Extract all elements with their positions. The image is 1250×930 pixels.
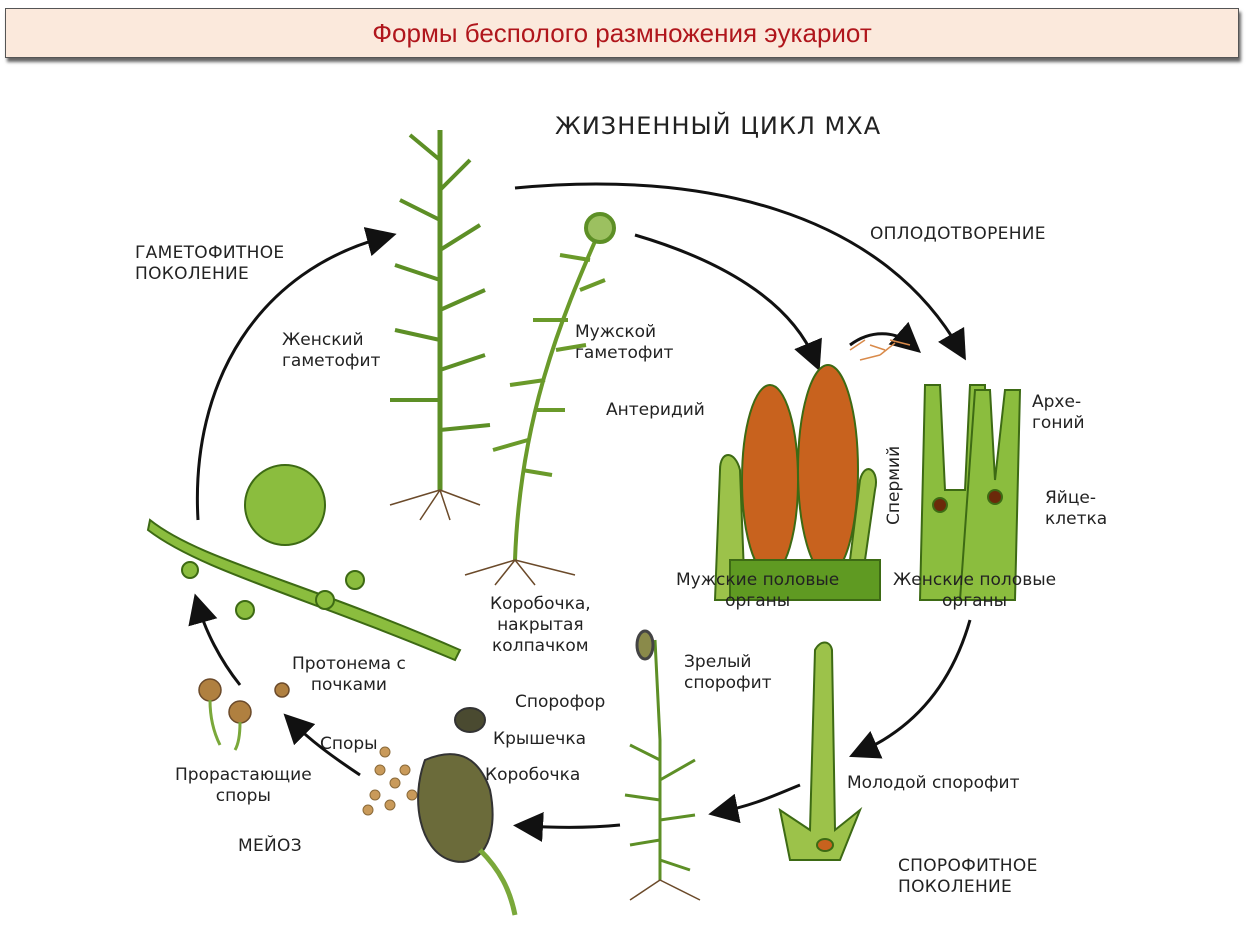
roots (389, 489, 576, 586)
label-sporophore: Спорофор (515, 692, 606, 712)
label-capsule: Коробочка (485, 765, 581, 785)
label-fertilization: ОПЛОДОТВОРЕНИЕ (870, 224, 1046, 244)
label-meiosis: МЕЙОЗ (238, 836, 302, 856)
label-antheridium: Антеридий (606, 400, 705, 420)
young-sporophyte (778, 641, 863, 861)
arrow-gametophyte-to-fertilization (514, 182, 966, 361)
sperm-cluster (849, 339, 911, 361)
label-line: Коробочка, (490, 594, 591, 614)
male-sex-organs (713, 364, 881, 601)
diagram-heading: ЖИЗНЕННЫЙ ЦИКЛ МХА (555, 112, 882, 140)
label-line: Яйце- (1045, 488, 1097, 508)
label-line: ПОКОЛЕНИЕ (135, 264, 250, 284)
label-line: споры (215, 786, 271, 806)
label-sperm: Спермий (884, 445, 904, 525)
cycle-arrows (188, 182, 972, 843)
label-line: Женские половые (893, 570, 1057, 590)
label-line: гоний (1032, 413, 1085, 433)
arrow-to-mature-sporophyte (708, 783, 801, 824)
label-female-gametophyte: Женский гаметофит (282, 330, 380, 372)
label-mature-sporophyte: Зрелый спорофит (684, 652, 772, 694)
label-line: ГАМЕТОФИТНОЕ (135, 243, 285, 263)
label-line: клетка (1045, 509, 1108, 529)
label-female-sex-organs: Женские половые органы (893, 570, 1056, 612)
label-spores: Споры (320, 734, 378, 754)
arrow-to-protonema (188, 593, 242, 686)
mature-sporophyte-plant (624, 629, 701, 901)
label-young-sporophyte: Молодой спорофит (847, 773, 1020, 793)
label-line: ПОКОЛЕНИЕ (898, 877, 1013, 897)
label-line: Прорастающие (175, 765, 312, 785)
label-male-sex-organs: Мужские половые органы (676, 570, 839, 612)
label-line: накрытая (497, 615, 584, 635)
arrow-to-spores (283, 713, 361, 777)
arrow-to-capsule (513, 812, 621, 843)
arrow-male-gametophyte (634, 233, 822, 372)
label-line: гаметофит (282, 351, 381, 371)
female-sex-organs (918, 384, 1022, 601)
label-sporophyte-generation: СПОРОФИТНОЕ ПОКОЛЕНИЕ (898, 856, 1038, 898)
label-line: почками (310, 675, 387, 695)
label-lid: Крышечка (493, 729, 587, 749)
label-archegonium: Архе- гоний (1032, 392, 1085, 434)
protonema (146, 464, 462, 662)
label-line: органы (725, 591, 791, 611)
label-line: Мужской (575, 322, 657, 342)
label-male-gametophyte: Мужской гаметофит (575, 322, 673, 364)
label-line: Зрелый (684, 652, 752, 672)
capsule-with-lid (417, 707, 518, 916)
label-line: Женский (282, 330, 364, 350)
label-line: спорофит (684, 673, 772, 693)
label-line: Архе- (1032, 392, 1082, 412)
slide-title: Формы бесполого размножения эукариот (372, 17, 872, 48)
arrow-sperm-transfer (849, 321, 922, 353)
label-line: Протонема с (292, 654, 406, 674)
arrow-to-gametophyte (195, 227, 397, 521)
male-gametophyte-plant (492, 212, 616, 561)
label-egg-cell: Яйце- клетка (1045, 488, 1107, 530)
slide-title-banner: Формы бесполого размножения эукариот (5, 8, 1239, 58)
spores (362, 746, 418, 816)
label-line: органы (942, 591, 1008, 611)
germinating-spores (198, 678, 290, 751)
label-germinating-spores: Прорастающие споры (175, 765, 312, 807)
label-protonema: Протонема с почками (292, 654, 406, 696)
arrow-to-young-sporophyte (849, 619, 972, 759)
label-line: СПОРОФИТНОЕ (898, 856, 1038, 876)
label-line: Мужские половые (676, 570, 840, 590)
label-line: колпачком (492, 636, 589, 656)
label-capsule-with-cap: Коробочка, накрытая колпачком (490, 594, 591, 657)
female-gametophyte-plant (390, 130, 491, 490)
label-gametophyte-generation: ГАМЕТОФИТНОЕ ПОКОЛЕНИЕ (135, 243, 284, 285)
label-line: гаметофит (575, 343, 674, 363)
